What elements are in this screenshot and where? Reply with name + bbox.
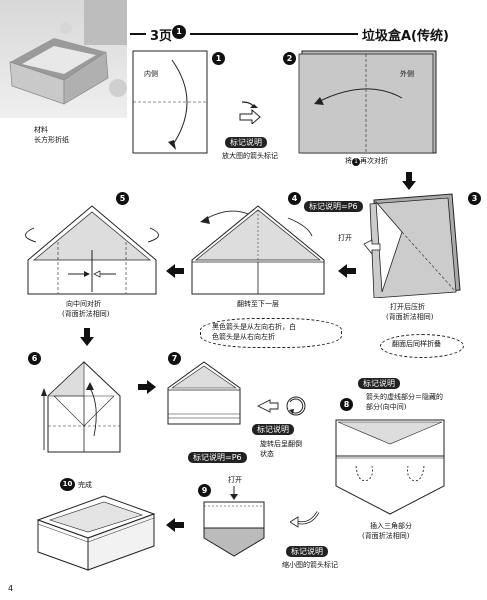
step3-caption1: 打开后压折: [390, 303, 425, 311]
header-rule-left: [130, 33, 146, 35]
step4-number: 4: [288, 192, 301, 205]
step3-number: 3: [468, 192, 481, 205]
arrow-note-bubble: [200, 318, 342, 348]
step2-number: 2: [283, 52, 296, 65]
step9-open-label: 打开: [228, 476, 242, 484]
step8-caption2: (背面折法相同): [362, 532, 410, 540]
step8-desc1: 箭头的虚线部分＝隐藏的: [366, 393, 443, 401]
arrow-left-icon-2: [166, 264, 184, 278]
step6-diagram: [34, 356, 134, 456]
step2-outer-label: 外侧: [400, 70, 414, 78]
step1-fold-arrow-icon: [238, 98, 264, 124]
step8-number: 8: [340, 398, 353, 411]
step9-diagram: [196, 486, 272, 558]
step8-diagram: [332, 414, 448, 518]
curved-arrow-icon: [290, 508, 320, 530]
step10-label: 完成: [78, 481, 92, 489]
step1-diagram: [132, 50, 208, 154]
step3-diagram: [362, 192, 462, 298]
step1-number: 1: [212, 52, 225, 65]
arrow-left-icon-3: [166, 518, 184, 532]
step7-diagram: [164, 356, 244, 428]
step8-desc2: 部分(向中间): [366, 403, 407, 411]
step9-legend-tag: 标记说明=P6: [188, 452, 247, 463]
rotate-arrow-icon: [256, 392, 306, 420]
step3-caption2: (背面折法相同): [386, 313, 434, 321]
step9-caption: 缩小图的箭头标记: [282, 561, 338, 569]
arrow-left-icon: [338, 264, 356, 278]
step1-caption: 放大图的箭头标记: [222, 152, 278, 160]
arrow-down-icon-2: [80, 328, 94, 346]
step7-caption2: 状态: [260, 450, 274, 458]
step2-diagram: [298, 50, 438, 154]
step3-open-label: 打开: [338, 234, 352, 242]
step10-number: 10: [60, 478, 75, 491]
step3-bubble-text: 翻面后同样折叠: [392, 340, 441, 348]
step4-diagram: [188, 196, 328, 296]
step2-caption-pre: 将: [345, 157, 352, 165]
materials-label: 材料: [34, 126, 48, 134]
finished-box-photo: [0, 0, 127, 118]
step5-diagram: [12, 196, 162, 296]
step1-legend-tag: 标记说明: [225, 137, 267, 148]
arrow-right-icon: [138, 380, 156, 394]
step5-number: 5: [116, 192, 129, 205]
step3-bubble: [380, 334, 464, 358]
step8-legend-tag: 标记说明: [358, 378, 400, 389]
step7-number: 7: [168, 352, 181, 365]
page-number: 4: [8, 584, 14, 593]
step5-caption1: 向中间对折: [66, 300, 101, 308]
page-title: 垃圾盒A(传统): [362, 29, 449, 44]
finished-box-diagram: [34, 492, 158, 574]
step6-number: 6: [28, 352, 41, 365]
step2-caption-num: 1: [352, 158, 360, 166]
step7-legend-tag: 标记说明: [252, 424, 294, 435]
step9-number: 9: [198, 484, 211, 497]
page-badge: 1: [172, 25, 186, 39]
header-rule: [190, 33, 358, 35]
step9-legend-tag2: 标记说明: [286, 546, 328, 557]
step5-caption2: (背面折法相同): [62, 310, 110, 318]
step7-caption1: 旋转后呈翻倒: [260, 440, 302, 448]
step2-caption-post: 再次对折: [360, 157, 388, 165]
arrow-note-line1: 黑色箭头是从左向右折，白: [212, 323, 296, 331]
step4-legend-tag: 标记说明=P6: [304, 201, 363, 212]
arrow-note-line2: 色箭头是从右向左折: [212, 333, 275, 341]
page-label: 3页: [150, 29, 173, 44]
materials-value: 长方形折纸: [34, 136, 69, 144]
step1-inner-label: 内侧: [144, 70, 158, 78]
step4-caption: 翻转至下一层: [237, 300, 279, 308]
step8-caption1: 插入三角部分: [370, 522, 412, 530]
arrow-down-icon: [402, 172, 416, 190]
